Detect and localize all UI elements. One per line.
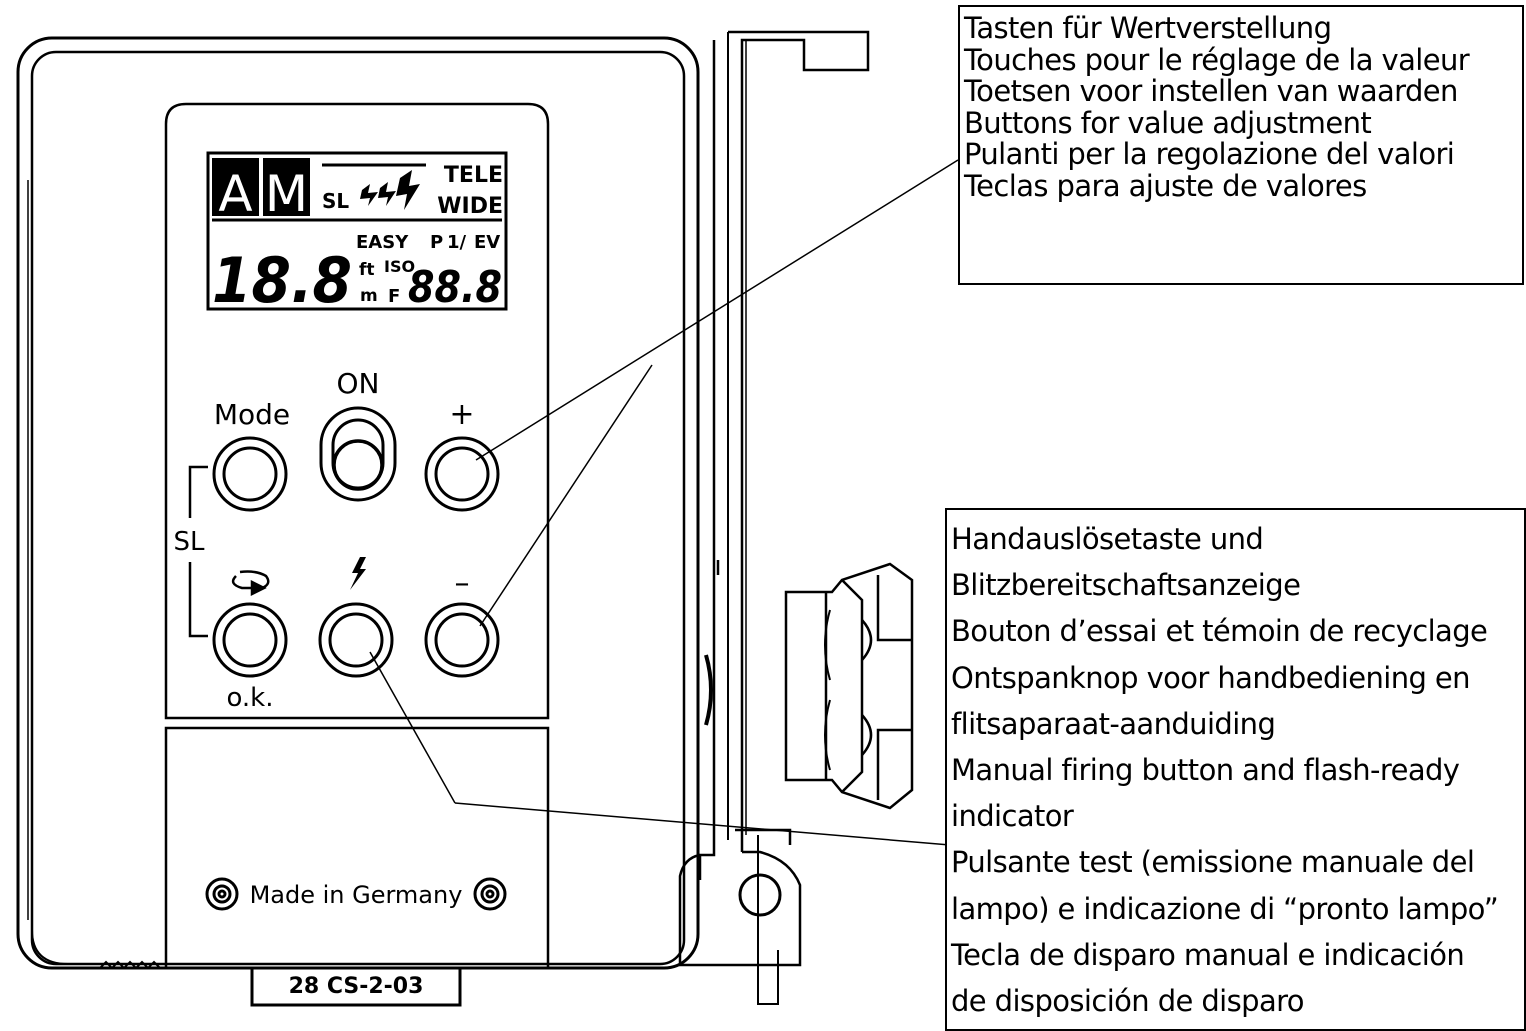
device-housing: [16, 36, 700, 970]
callout-line: Manual firing button and flash-ready: [951, 753, 1460, 788]
lcd-easy: EASY: [356, 232, 409, 253]
lcd-ev: EV: [474, 232, 500, 253]
button-area: Mode ON + – SL o.k.: [99, 367, 507, 1007]
rotate-arrow-icon: [231, 570, 270, 597]
lcd-f: F: [388, 286, 400, 307]
callout-line: flitsaparaat-aanduiding: [951, 706, 1276, 741]
rail-teeth: [99, 960, 161, 970]
minus-button[interactable]: [424, 602, 500, 678]
sl-bracket: [188, 465, 208, 638]
callout-line: Pulanti per la regolazione del valori: [964, 137, 1455, 171]
control-panel: [164, 102, 550, 970]
ok-label: o.k.: [226, 683, 273, 713]
lcd-distance-digits: 18.8: [212, 244, 352, 317]
lcd-sl: SL: [322, 189, 349, 213]
mode-button[interactable]: [212, 436, 288, 512]
callout-line: Handauslösetaste und: [951, 522, 1264, 556]
lcd-display: A M SL TELE WIDE 18.8 ft m EASY P 1/ EV …: [206, 151, 508, 317]
lcd-p: P: [430, 232, 443, 253]
callout-line: Tasten für Wertverstellung: [964, 11, 1332, 45]
lcd-mode-a: A: [218, 165, 252, 223]
lcd-unit-ft: ft: [359, 260, 375, 280]
plus-label: +: [449, 397, 474, 432]
part-number: 28 CS-2-03: [289, 974, 424, 999]
lcd-wide: WIDE: [437, 194, 503, 219]
callout-line: indicator: [951, 799, 1074, 834]
fire-button[interactable]: [318, 602, 394, 678]
callout-line: Buttons for value adjustment: [964, 105, 1372, 140]
side-mount: [678, 30, 914, 1005]
ok-button[interactable]: [212, 602, 288, 678]
callout-line: Touches pour le réglage de la valeur: [964, 42, 1470, 77]
callout-line: Bouton d’essai et témoin de recyclage: [951, 614, 1488, 649]
callout-line: Pulsante test (emissione manuale del: [951, 845, 1475, 880]
screw-right-icon: [473, 877, 507, 911]
callout-line: Tecla de disparo manual e indicación: [951, 937, 1465, 972]
screw-left-icon: [205, 877, 239, 911]
lcd-value-digits: 88.8: [408, 262, 502, 313]
callout-line: de disposición de disparo: [951, 984, 1305, 1019]
leader-lines: [369, 159, 959, 846]
minus-label: –: [455, 566, 470, 601]
lcd-unit-m: m: [360, 286, 378, 306]
plus-button[interactable]: [424, 436, 500, 512]
mode-label: Mode: [214, 398, 290, 431]
lcd-one-slash: 1/: [447, 232, 467, 253]
lcd-iso: ISO: [384, 257, 415, 276]
lcd-mode-m: M: [265, 165, 308, 223]
callout-line: Toetsen voor instellen van waarden: [964, 74, 1458, 108]
on-switch[interactable]: [319, 406, 397, 502]
lightning-bolt-icon: [350, 557, 366, 590]
callout-line: Teclas para ajuste de valores: [964, 168, 1367, 203]
lcd-tele: TELE: [444, 163, 503, 188]
on-label: ON: [337, 367, 380, 400]
callout-line: Blitzbereitschaftsanzeige: [951, 568, 1301, 603]
callout-line: Ontspanknop voor handbediening en: [951, 660, 1471, 695]
lcd-bolts-icon: [360, 170, 420, 210]
sl-bracket-label: SL: [174, 527, 206, 557]
callout-line: lampo) e indicazione di “pronto lampo”: [951, 891, 1499, 926]
made-in-label: Made in Germany: [250, 881, 463, 909]
